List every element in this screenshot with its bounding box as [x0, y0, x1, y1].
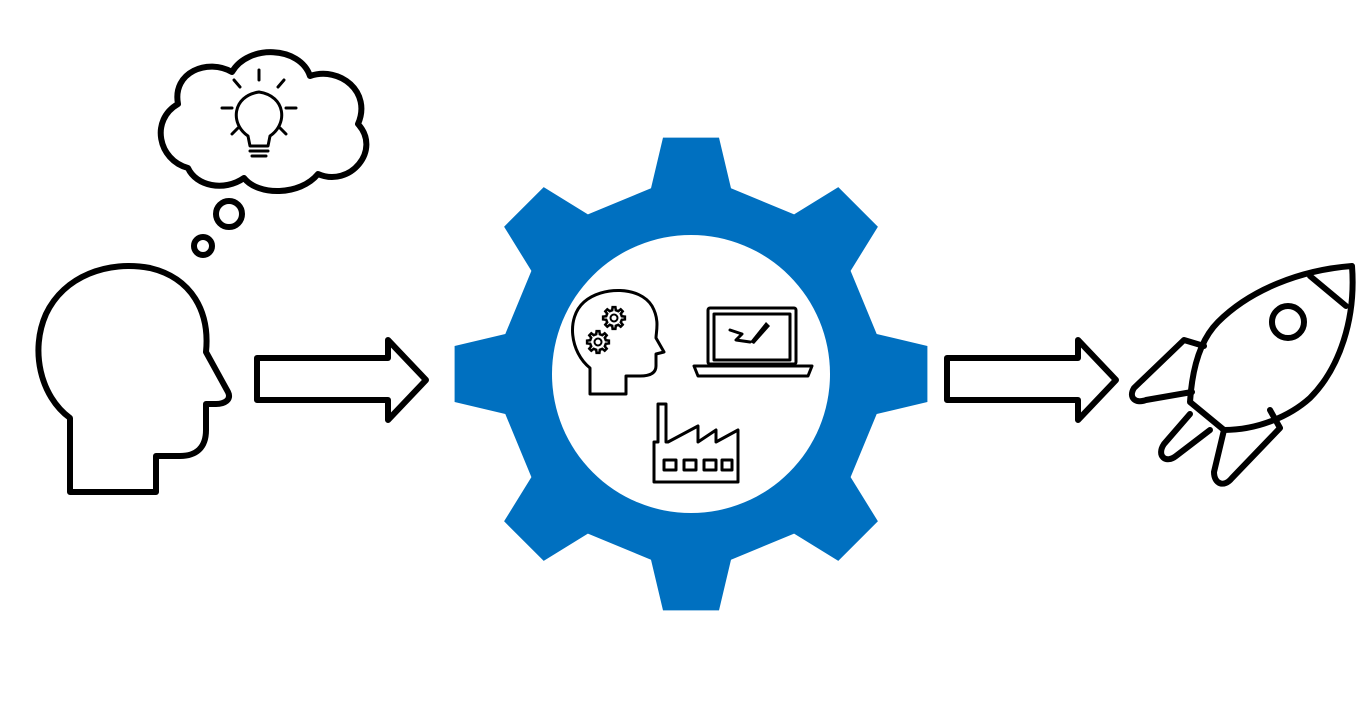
small-gear-icon [601, 305, 627, 331]
laptop-design-icon [692, 306, 814, 378]
arrow-right-icon-2 [944, 337, 1119, 423]
small-gear-icon [585, 329, 611, 355]
gear-center [552, 235, 830, 513]
thought-bubble-icon [157, 49, 370, 258]
arrow-right-icon [254, 337, 429, 423]
head-with-gears-icon [571, 289, 666, 396]
rocket-icon [1128, 263, 1356, 487]
human-head-icon [35, 262, 232, 495]
gear-icon [454, 137, 928, 611]
lightbulb-icon [220, 68, 298, 158]
small-gear-hub [593, 337, 603, 347]
small-gear-hub [609, 313, 619, 323]
factory-icon [652, 402, 740, 484]
